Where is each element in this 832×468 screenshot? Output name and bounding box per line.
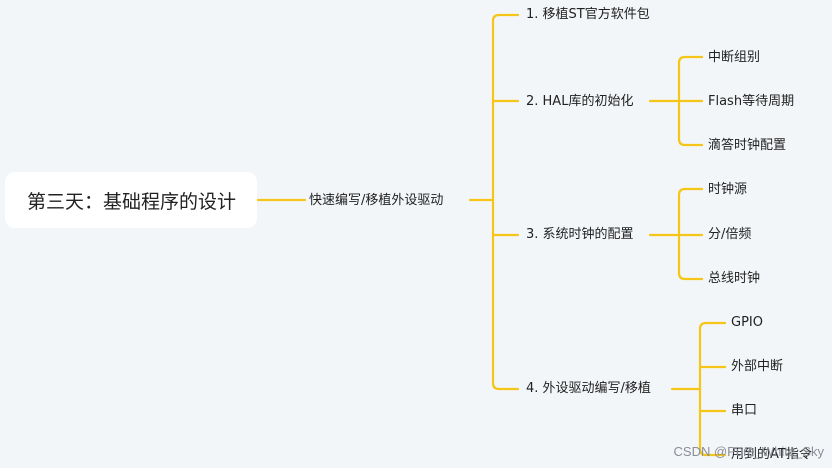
connector-line-6 <box>491 381 520 391</box>
leaf-label: GPIO <box>731 315 763 330</box>
leaf-node-3-1[interactable]: 时钟源 <box>708 182 747 198</box>
leaf-node-4-3[interactable]: 串口 <box>731 403 757 419</box>
leaf-label: 中断组别 <box>708 50 761 65</box>
branch-node-3[interactable]: 3. 系统时钟的配置 <box>526 227 634 243</box>
branch-label-4: 4. 外设驱动编写/移植 <box>526 381 651 396</box>
branch-node-1[interactable]: 1. 移植ST官方软件包 <box>526 7 650 23</box>
branch-node-2[interactable]: 2. HAL库的初始化 <box>526 94 633 110</box>
branch-node-4[interactable]: 4. 外设驱动编写/移植 <box>526 381 651 397</box>
connector-line-16 <box>677 271 704 281</box>
leaf-node-4-1[interactable]: GPIO <box>731 315 763 331</box>
leaf-node-3-2[interactable]: 分/倍频 <box>708 227 751 243</box>
root-node-label: 第三天：基础程序的设计 <box>27 190 237 213</box>
central-node-label: 快速编写/移植外设驱动 <box>309 193 444 208</box>
leaf-node-3-3[interactable]: 总线时钟 <box>708 271 760 287</box>
leaf-label: 外部中断 <box>731 359 784 374</box>
leaf-label: 串口 <box>731 403 758 418</box>
central-node[interactable]: 快速编写/移植外设驱动 <box>309 193 443 209</box>
leaf-label: 用到的AT指令 <box>731 447 812 462</box>
branch-label-3: 3. 系统时钟的配置 <box>526 227 634 242</box>
connector-line-3 <box>491 13 520 23</box>
leaf-label: 分/倍频 <box>708 227 752 242</box>
connector-line-22 <box>698 447 727 457</box>
connector-line-14 <box>677 187 704 197</box>
watermark: CSDN @Pure_White_Sky <box>673 444 824 459</box>
leaf-node-2-2[interactable]: Flash等待周期 <box>708 94 794 110</box>
root-node[interactable]: 第三天：基础程序的设计 <box>5 172 257 228</box>
leaf-node-2-3[interactable]: 滴答时钟配置 <box>708 138 786 154</box>
branch-label-1: 1. 移植ST官方软件包 <box>526 7 650 22</box>
leaf-label: 总线时钟 <box>708 271 761 286</box>
connector-line-19 <box>698 321 727 331</box>
leaf-label: 滴答时钟配置 <box>708 138 787 153</box>
leaf-label: Flash等待周期 <box>708 94 795 109</box>
connector-line-11 <box>677 137 704 147</box>
branch-label-2: 2. HAL库的初始化 <box>526 94 634 109</box>
leaf-node-2-1[interactable]: 中断组别 <box>708 50 760 66</box>
leaf-node-4-2[interactable]: 外部中断 <box>731 359 783 375</box>
leaf-label: 时钟源 <box>708 182 748 197</box>
leaf-node-4-4[interactable]: 用到的AT指令 <box>731 447 812 463</box>
connector-line-9 <box>677 55 704 65</box>
